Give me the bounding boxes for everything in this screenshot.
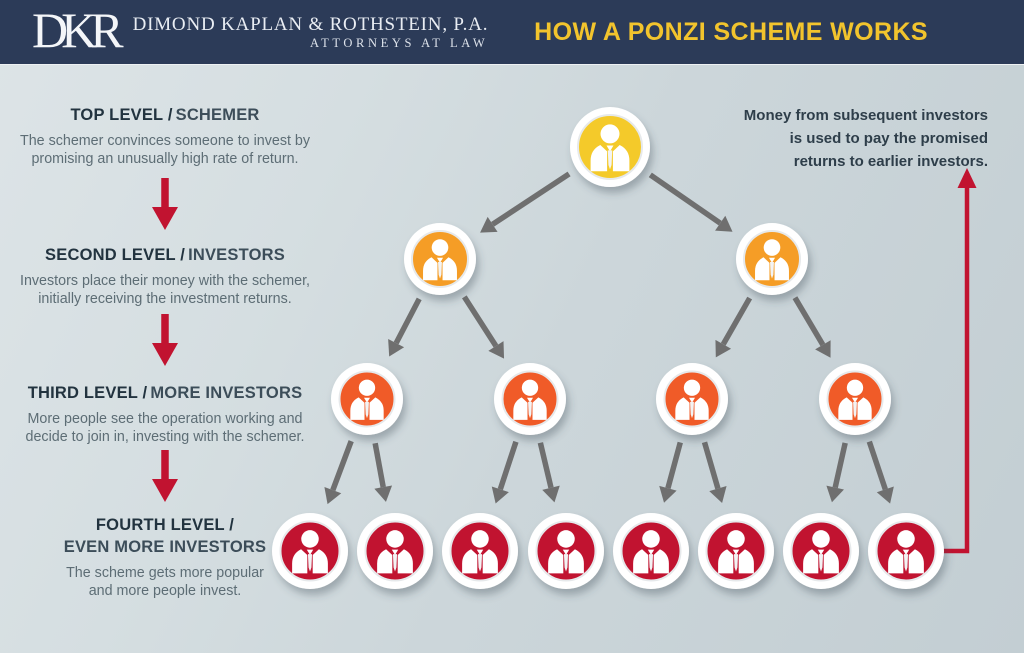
connector-arrow (372, 442, 393, 502)
returns-flow-arrow (942, 168, 977, 554)
person-icon (292, 530, 328, 574)
header-bar: DKR DIMOND KAPLAN & ROTHSTEIN, P.A. ATTO… (0, 0, 1024, 64)
person-node-second-level-investors (404, 223, 476, 295)
person-icon (675, 379, 709, 420)
connector-arrow (792, 296, 831, 358)
connector-arrow (324, 440, 354, 505)
down-arrow-icon (152, 450, 178, 502)
person-node-fourth-level-even-more-investors (357, 513, 433, 589)
person-icon (548, 530, 584, 574)
down-arrow-icon (152, 178, 178, 230)
connector-arrow (866, 440, 894, 504)
section-heading: TOP LEVEL /SCHEMER (70, 106, 260, 124)
ponzi-pyramid-diagram (272, 107, 977, 589)
page-title: HOW A PONZI SCHEME WORKS (534, 17, 928, 46)
person-icon (350, 379, 384, 420)
connector-arrow (537, 442, 560, 503)
person-icon (838, 379, 872, 420)
section-third-level: THIRD LEVEL /MORE INVESTORS More people … (5, 382, 325, 446)
person-node-fourth-level-even-more-investors (442, 513, 518, 589)
person-icon (888, 530, 924, 574)
person-node-third-level-more-investors (656, 363, 728, 435)
section-second-level: SECOND LEVEL /INVESTORS Investors place … (5, 244, 325, 308)
person-node-fourth-level-even-more-investors (868, 513, 944, 589)
person-icon (755, 239, 789, 281)
person-icon (423, 239, 457, 281)
section-heading: FOURTH LEVEL /EVEN MORE INVESTORS (63, 516, 267, 556)
connector-arrow (715, 296, 753, 358)
person-icon (718, 530, 754, 574)
person-icon (803, 530, 839, 574)
connector-arrow (480, 171, 571, 233)
person-node-third-level-more-investors (494, 363, 566, 435)
person-icon (462, 530, 498, 574)
explanation-column: TOP LEVEL /SCHEMER The schemer convinces… (0, 64, 330, 653)
person-icon (633, 530, 669, 574)
person-node-fourth-level-even-more-investors (783, 513, 859, 589)
firm-tagline: ATTORNEYS AT LAW (309, 35, 489, 50)
connector-arrow (701, 441, 727, 503)
section-description: The schemer convinces someone to invest … (19, 133, 311, 167)
connector-arrow (388, 297, 422, 357)
connector-arrow (659, 441, 683, 503)
person-node-third-level-more-investors (331, 363, 403, 435)
firm-logo-block: DKR DIMOND KAPLAN & ROTHSTEIN, P.A. ATTO… (32, 5, 488, 59)
person-node-fourth-level-even-more-investors (272, 513, 348, 589)
section-description: The scheme gets more popular and more pe… (66, 565, 264, 599)
person-icon (590, 124, 630, 172)
annotation-text: Money from subsequent investors is used … (743, 107, 988, 170)
connector-arrow (648, 172, 733, 232)
firm-name-block: DIMOND KAPLAN & ROTHSTEIN, P.A. ATTORNEY… (133, 14, 489, 51)
section-top-level: TOP LEVEL /SCHEMER The schemer convinces… (5, 104, 325, 168)
person-node-top-level-schemer (570, 107, 650, 187)
person-node-fourth-level-even-more-investors (698, 513, 774, 589)
section-heading: SECOND LEVEL /INVESTORS (45, 246, 285, 264)
section-heading: THIRD LEVEL /MORE INVESTORS (27, 384, 303, 402)
person-node-third-level-more-investors (819, 363, 891, 435)
person-icon (377, 530, 413, 574)
person-icon (513, 379, 547, 420)
section-fourth-level: FOURTH LEVEL /EVEN MORE INVESTORS The sc… (5, 514, 325, 600)
person-node-fourth-level-even-more-investors (528, 513, 604, 589)
section-description: More people see the operation working an… (25, 411, 305, 445)
connector-arrow (462, 295, 505, 359)
connector-arrow (491, 440, 519, 504)
section-description: Investors place their money with the sch… (19, 273, 311, 307)
connector-arrow (826, 442, 848, 503)
person-node-second-level-investors (736, 223, 808, 295)
person-node-fourth-level-even-more-investors (613, 513, 689, 589)
down-arrow-icon (152, 314, 178, 366)
firm-name: DIMOND KAPLAN & ROTHSTEIN, P.A. (132, 13, 489, 35)
main-area: TOP LEVEL /SCHEMER The schemer convinces… (0, 64, 1024, 653)
dkr-logo: DKR (32, 2, 124, 58)
